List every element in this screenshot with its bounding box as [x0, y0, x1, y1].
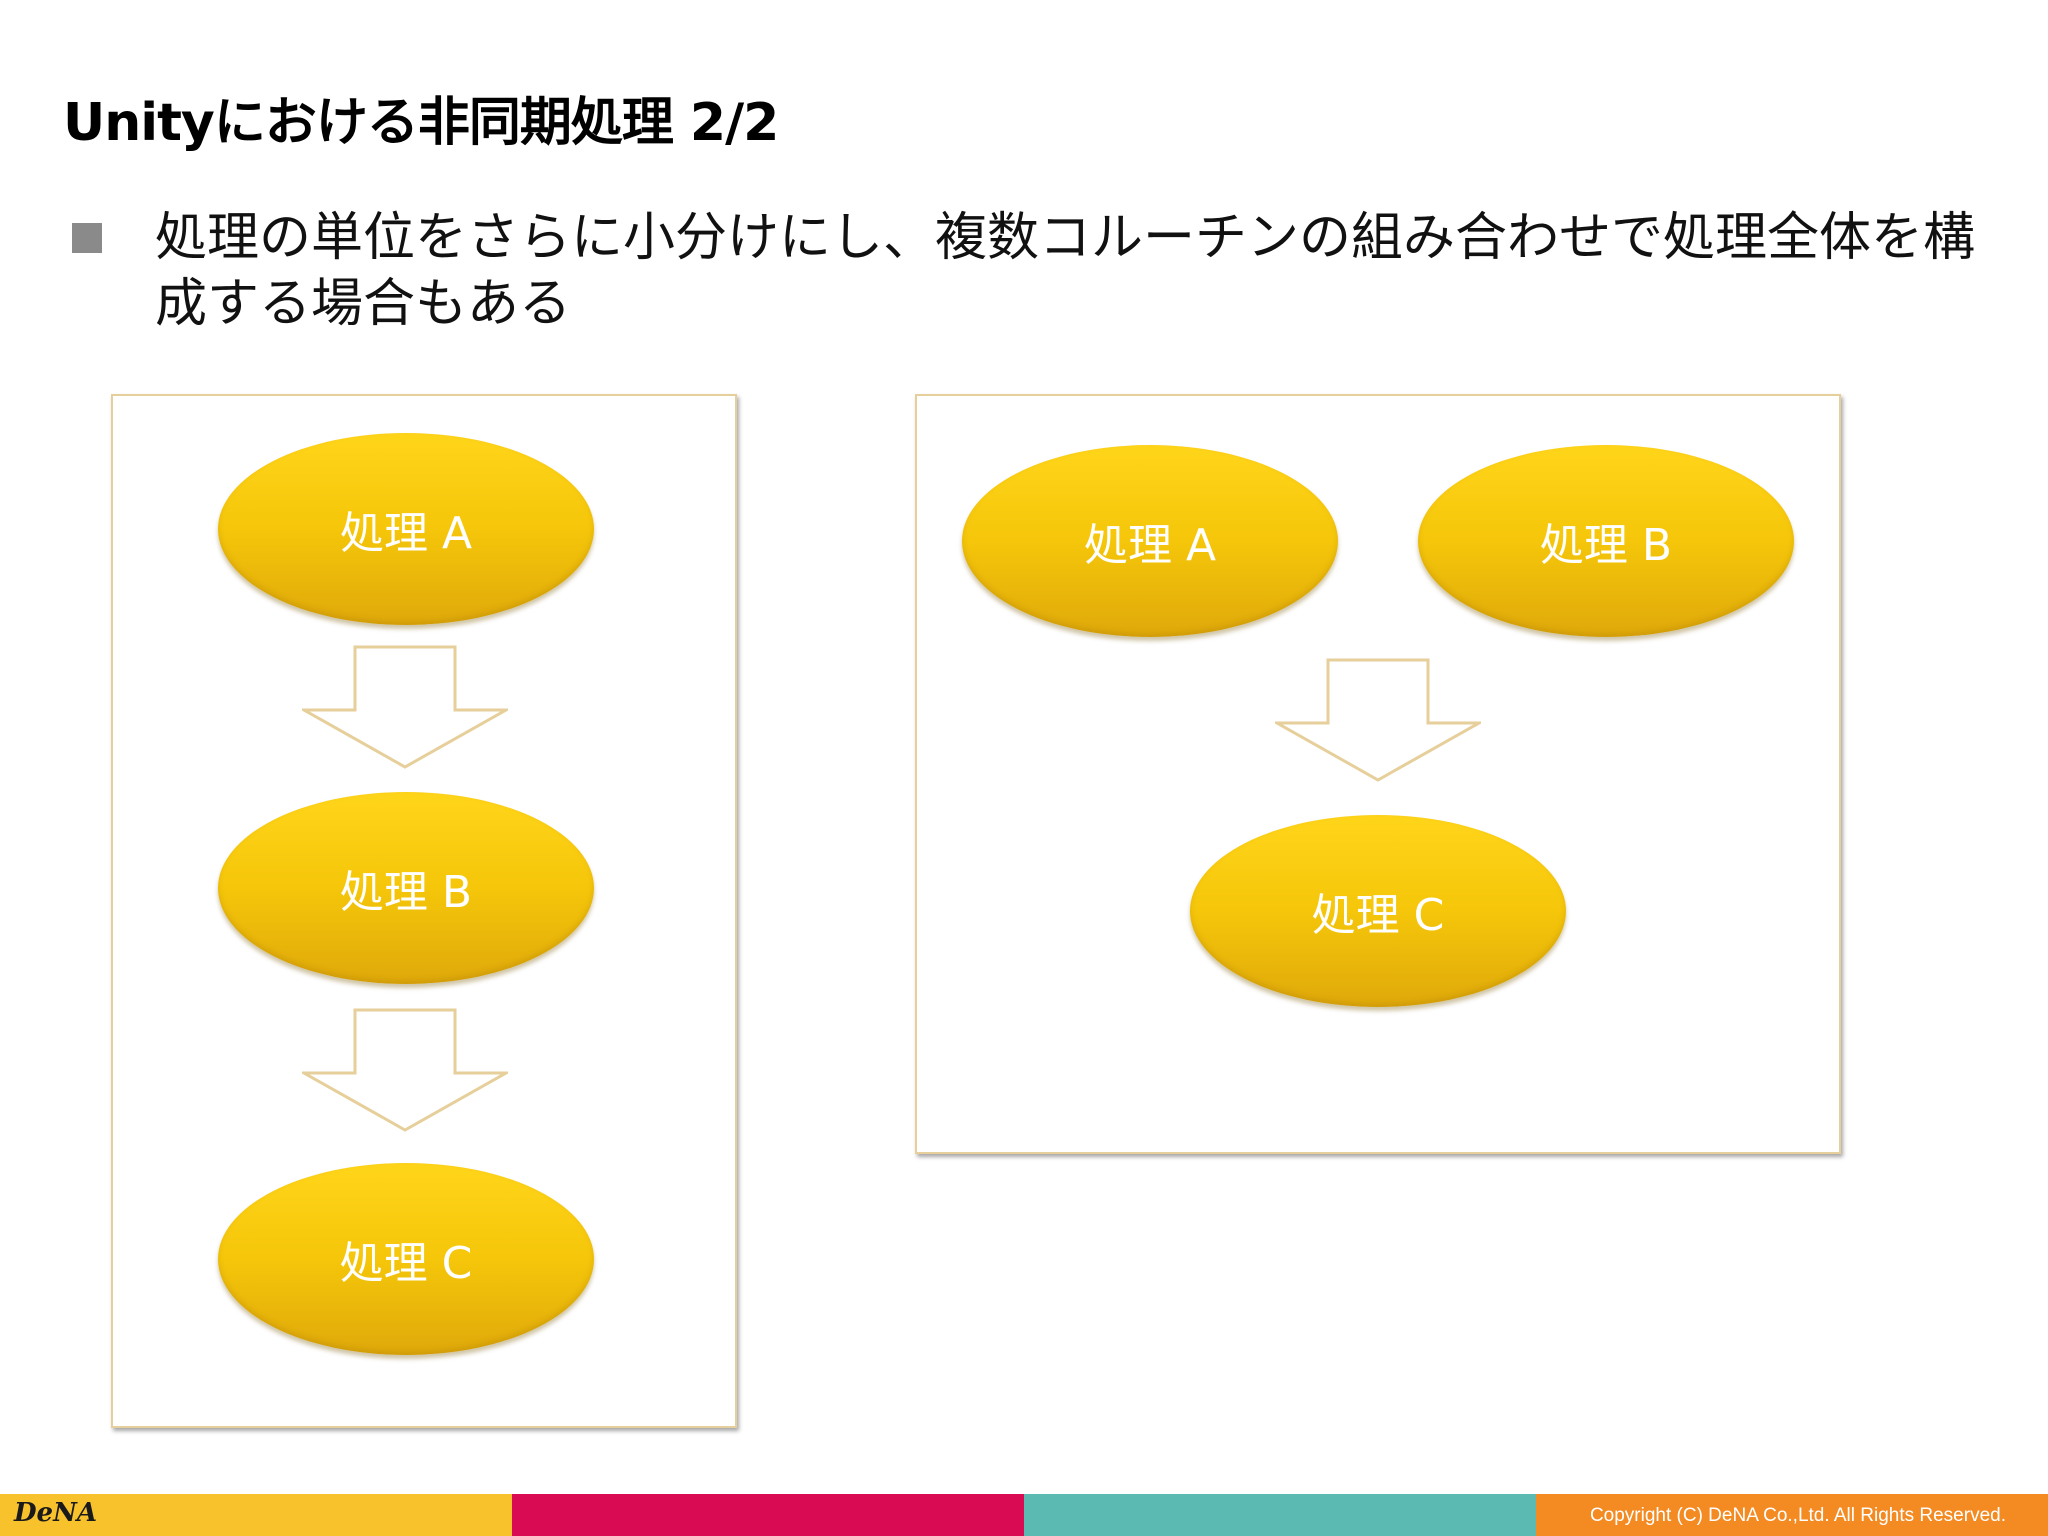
right-node-b: 処理 B	[1418, 445, 1794, 637]
right-node-c: 処理 C	[1190, 815, 1566, 1007]
right-node-b-label: 処理 B	[1539, 520, 1673, 571]
left-node-c: 処理 C	[218, 1163, 594, 1355]
right-node-a-label: 処理 A	[1083, 520, 1217, 571]
left-arrow-down-icon-1	[302, 645, 508, 769]
left-node-b-label: 処理 B	[339, 867, 473, 918]
copyright-text: Copyright (C) DeNA Co.,Ltd. All Rights R…	[1589, 1505, 2006, 1526]
footer-segment-orange	[1536, 1494, 2048, 1536]
slide-title: Unityにおける非同期処理 2/2	[63, 93, 779, 153]
right-arrow-down-icon	[1275, 658, 1481, 782]
right-node-c-label: 処理 C	[1311, 890, 1445, 941]
left-node-c-label: 処理 C	[339, 1238, 473, 1289]
dena-logo: DeNA	[14, 1498, 98, 1528]
right-node-a: 処理 A	[962, 445, 1338, 637]
left-arrow-down-icon-2	[302, 1008, 508, 1132]
left-node-b: 処理 B	[218, 792, 594, 984]
left-node-a: 処理 A	[218, 433, 594, 625]
left-node-a-label: 処理 A	[339, 508, 473, 559]
footer-bar	[0, 1494, 2048, 1536]
footer-segment-yellow	[0, 1494, 512, 1536]
bullet-text: 処理の単位をさらに小分けにし、複数コルーチンの組み合わせで処理全体を構成する場合…	[155, 208, 1976, 334]
footer-segment-teal	[1024, 1494, 1536, 1536]
bullet-marker	[72, 223, 102, 253]
footer-segment-magenta	[512, 1494, 1024, 1536]
